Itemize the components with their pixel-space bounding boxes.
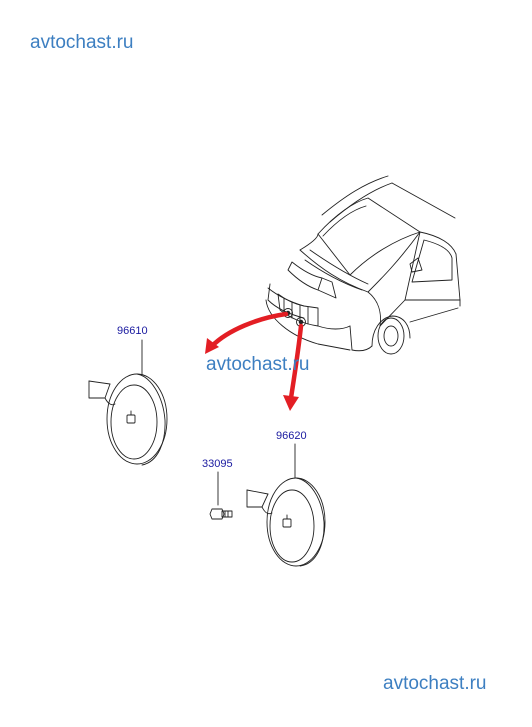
part-label-bolt[interactable]: 33095 (202, 458, 233, 470)
watermark-bottom: avtochast.ru (383, 673, 487, 694)
watermark-top: avtochast.ru (30, 32, 134, 53)
part-label-horn-high[interactable]: 96620 (276, 430, 307, 442)
watermark-middle: avtochast.ru (206, 354, 310, 375)
horn-96610-illustration (88, 339, 168, 466)
indicator-arrows (205, 311, 304, 411)
bolt-33095-illustration (209, 471, 233, 520)
part-label-horn-low[interactable]: 96610 (117, 325, 148, 337)
car-illustration (265, 175, 461, 355)
horn-96620-illustration (246, 443, 326, 567)
